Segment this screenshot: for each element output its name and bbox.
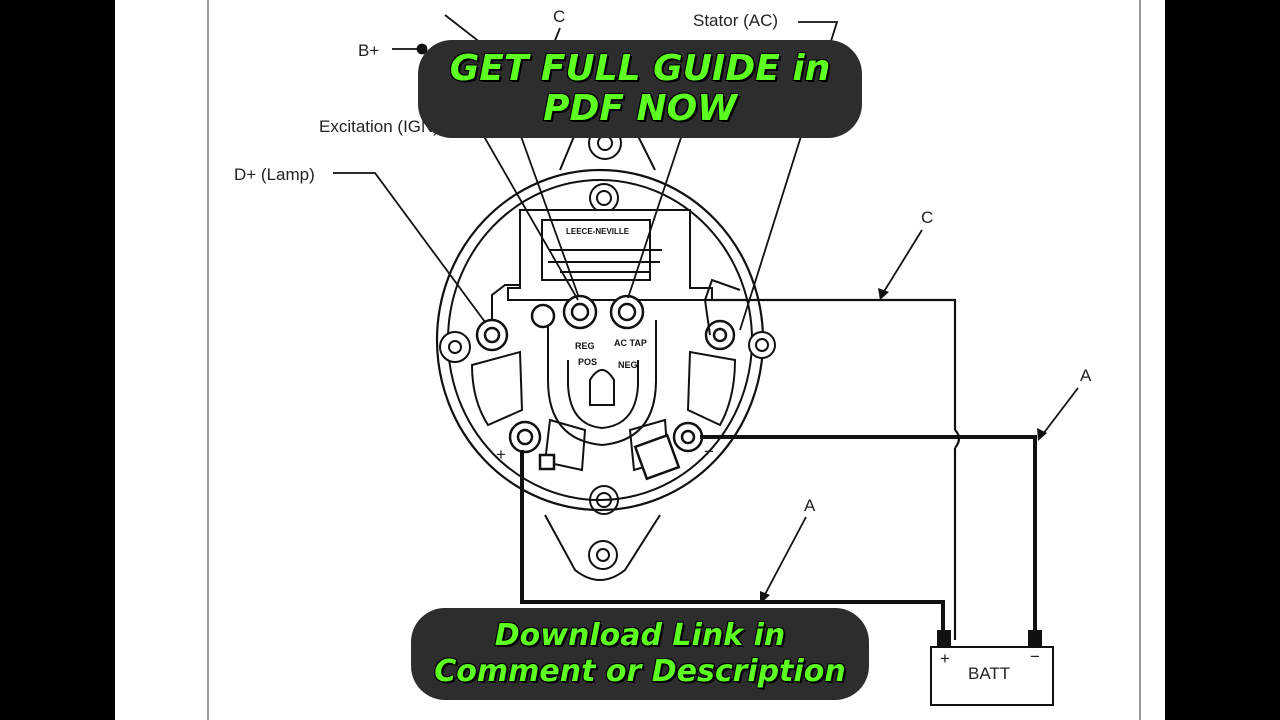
label-reg: REG [575, 341, 595, 351]
label-c-top: C [553, 7, 565, 26]
label-excitation: Excitation (IGN) [319, 117, 439, 136]
label-pos: POS [578, 357, 597, 367]
label-b-plus: B+ [358, 41, 379, 60]
label-a-bottom: A [804, 496, 816, 515]
label-neg: NEG [618, 360, 638, 370]
label-batt-plus: + [940, 649, 950, 668]
download-line1: Download Link in [494, 618, 786, 653]
label-batt: BATT [968, 664, 1010, 683]
label-d-plus: D+ (Lamp) [234, 165, 315, 184]
get-guide-banner[interactable]: GET FULL GUIDE in PDF NOW [418, 40, 862, 138]
label-c-right: C [921, 208, 933, 227]
get-guide-line1: GET FULL GUIDE in [449, 48, 831, 89]
label-stator: Stator (AC) [693, 11, 778, 30]
label-ac-tap: AC TAP [614, 338, 647, 348]
download-link-banner[interactable]: Download Link in Comment or Description [411, 608, 869, 700]
download-line2: Comment or Description [434, 654, 846, 689]
wiring [491, 278, 1037, 640]
label-minus-terminal: − [704, 442, 714, 461]
label-a-right: A [1080, 366, 1092, 385]
terminals [475, 294, 736, 481]
battery [930, 630, 1054, 706]
get-guide-line2: PDF NOW [543, 88, 737, 129]
label-batt-minus: − [1030, 647, 1040, 666]
label-plus-terminal: + [496, 445, 506, 464]
brand-logo-text: LEECE-NEVILLE [566, 227, 630, 236]
